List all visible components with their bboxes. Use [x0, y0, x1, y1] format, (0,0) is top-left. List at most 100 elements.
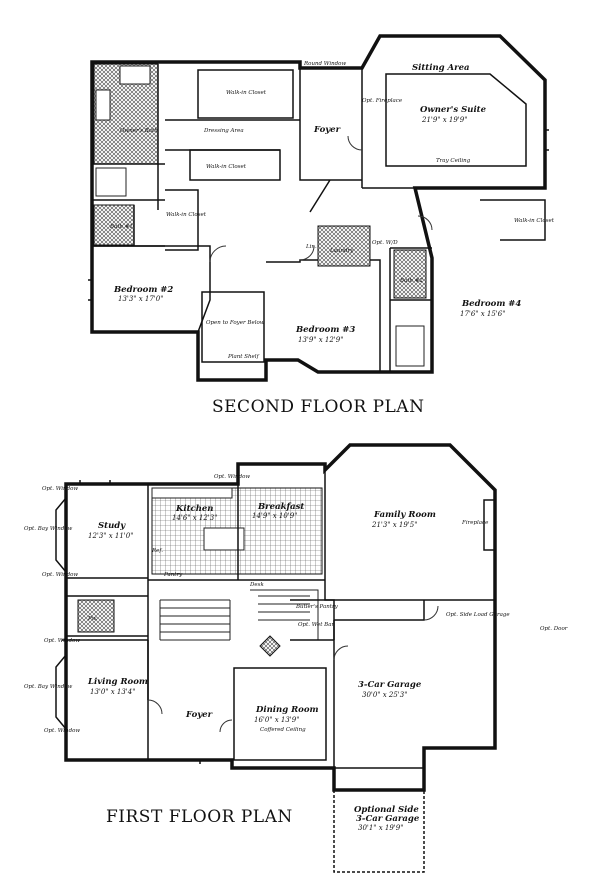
door-swing	[147, 605, 439, 733]
dim-breakfast: 14'9" x 10'9"	[252, 512, 297, 520]
bath2-walls	[389, 247, 432, 372]
window-marks	[88, 129, 549, 301]
first-floor-plan: Opt. Window Opt. Bay Window Opt. Window …	[24, 443, 568, 873]
label-coffered-ceiling: Coffered Ceiling	[260, 727, 306, 733]
label-optional-side-garage-2: 3-Car Garage	[356, 814, 420, 824]
first-floor-title: FIRST FLOOR PLAN	[106, 807, 293, 827]
label-breakfast: Breakfast	[257, 502, 304, 512]
kitchen-walls	[148, 484, 325, 581]
label-opt-bay-window-2: Opt. Bay Window	[24, 684, 73, 690]
dim-dining-room: 16'0" x 13'9"	[254, 716, 299, 724]
dim-bedroom4: 17'6" x 15'6"	[460, 310, 505, 318]
label-powder: Pw.	[87, 616, 98, 622]
label-living-room: Living Room	[87, 677, 148, 687]
label-opt-bay-window-1: Opt. Bay Window	[24, 526, 73, 532]
label-laundry: Laundry	[329, 248, 354, 254]
bath1-tile	[93, 204, 135, 246]
dim-optional-side-garage: 30'1" x 19'9"	[358, 824, 403, 832]
foyer-medallion	[259, 635, 281, 657]
label-pantry: Pantry	[163, 572, 183, 578]
second-floor-plan: Sitting Area Owner's Suite 21'9" x 19'9"…	[88, 34, 555, 417]
bath2-tile	[393, 249, 427, 299]
label-family-room: Family Room	[373, 510, 436, 520]
tub-fixture	[119, 65, 151, 85]
label-opt-window-4: Opt. Window	[44, 728, 80, 734]
label-dining-room: Dining Room	[255, 705, 319, 715]
label-sitting-area: Sitting Area	[412, 63, 470, 73]
foyer-walls	[299, 68, 362, 213]
label-garage: 3-Car Garage	[358, 680, 422, 690]
label-dressing-area: Dressing Area	[203, 128, 244, 134]
study-walls	[66, 484, 149, 700]
living-bay-window	[55, 654, 67, 730]
family-room-walls	[324, 470, 495, 601]
bedroom4-closet	[480, 199, 546, 241]
label-opt-window-2: Opt. Window	[42, 572, 78, 578]
owners-suite-wall	[361, 68, 415, 189]
label-opt-window-3: Opt. Window	[44, 638, 80, 644]
label-opt-fireplace: Opt. Fireplace	[362, 98, 403, 104]
tub2-fixture	[395, 325, 425, 367]
shower-fixture	[95, 167, 127, 197]
powder-room-tile	[77, 599, 115, 633]
walk-in-closet-left	[165, 189, 199, 251]
label-bedroom2: Bedroom #2	[113, 285, 173, 295]
window-marks	[62, 480, 201, 764]
label-study: Study	[98, 521, 126, 531]
label-opt-door: Opt. Door	[540, 626, 568, 632]
label-walk-in-closet-4: Walk-in Closet	[514, 218, 555, 224]
label-fireplace: Fireplace	[461, 520, 489, 526]
label-linen: Lin.	[305, 244, 317, 250]
label-bedroom4: Bedroom #4	[461, 299, 521, 309]
living-room-wall	[66, 639, 149, 760]
dressing-area-walls	[165, 119, 300, 151]
main-stairs	[159, 599, 231, 641]
label-opt-side-load: Opt. Side Load Garage	[446, 612, 510, 618]
label-opt-wet-bar: Opt. Wet Bar	[298, 622, 334, 628]
label-kitchen: Kitchen	[175, 504, 214, 514]
bedroom2-wall	[92, 245, 211, 333]
walk-in-closet-top	[197, 69, 294, 119]
laundry-tile	[317, 225, 371, 267]
optional-garage-outline	[333, 790, 425, 873]
rear-stairs	[250, 589, 319, 640]
vanity-fixture	[95, 89, 111, 121]
label-foyer: Foyer	[185, 710, 213, 720]
label-desk: Desk	[249, 582, 264, 588]
first-floor-outer-wall	[64, 443, 497, 792]
label-foyer-upper: Foyer	[313, 125, 341, 135]
dim-living-room: 13'0" x 13'4"	[90, 688, 135, 696]
open-to-foyer-outline	[201, 291, 265, 363]
bedroom3-walls	[266, 259, 381, 372]
dim-study: 12'3" x 11'0"	[88, 532, 133, 540]
label-owners-suite: Owner's Suite	[420, 105, 487, 115]
label-round-window: Round Window	[303, 61, 346, 67]
study-bay-window	[55, 497, 67, 573]
powder-room-walls	[66, 595, 148, 637]
label-plant-shelf: Plant Shelf	[227, 354, 260, 360]
label-bath2: Bath #2	[399, 278, 423, 284]
label-opt-window-5: Opt. Window	[214, 474, 250, 480]
label-owners-bath: Owner's Bath	[120, 128, 158, 134]
label-walk-in-closet-1: Walk-in Closet	[226, 90, 267, 96]
label-tray-ceiling: Tray Ceiling	[436, 158, 471, 164]
label-bedroom3: Bedroom #3	[295, 325, 355, 335]
tray-ceiling-outline	[385, 73, 527, 167]
label-opt-window-1: Opt. Window	[42, 486, 78, 492]
door-swing	[209, 135, 433, 263]
label-open-to-foyer: Open to Foyer Below	[206, 320, 265, 326]
fireplace	[483, 499, 496, 551]
dim-garage: 30'0" x 25'3"	[362, 691, 407, 699]
label-walk-in-closet-2: Walk-in Closet	[206, 164, 247, 170]
dim-bedroom3: 13'9" x 12'9"	[298, 336, 343, 344]
label-bath1: Bath #1	[109, 224, 133, 230]
dim-family-room: 21'3" x 19'5"	[371, 521, 417, 529]
dim-owners-suite: 21'9" x 19'9"	[421, 116, 467, 124]
dim-bedroom2: 13'3" x 17'0"	[118, 295, 163, 303]
kitchen-island	[203, 527, 245, 551]
bath-walls	[92, 64, 165, 210]
dim-kitchen: 14'6" x 12'3"	[172, 514, 217, 522]
label-butlers-pantry: Butler's Pantry	[295, 604, 339, 610]
dining-room-outline	[233, 667, 327, 761]
